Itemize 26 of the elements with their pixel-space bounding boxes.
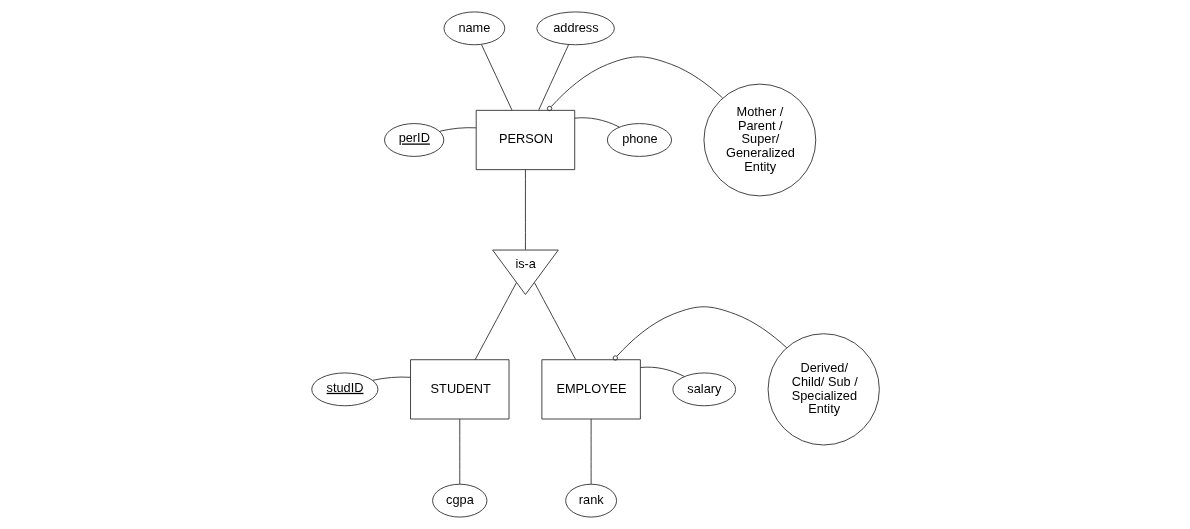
connector bbox=[639, 366, 685, 377]
node-ellipse: name bbox=[443, 11, 505, 46]
node-ellipse: studID bbox=[310, 372, 378, 407]
connector bbox=[573, 117, 620, 128]
node-ellipse: address bbox=[535, 11, 615, 46]
connector bbox=[533, 282, 576, 361]
node-circle: Mother / Parent / Super/ Generalized Entity bbox=[703, 83, 816, 197]
node-box: EMPLOYEE bbox=[540, 359, 641, 420]
node-ellipse: cgpa bbox=[431, 483, 487, 518]
node-circle: Derived/ Child/ Sub / Specialized Entity bbox=[767, 333, 880, 446]
connector bbox=[546, 56, 723, 112]
connector bbox=[590, 418, 592, 485]
node-ellipse: rank bbox=[564, 483, 617, 518]
connector bbox=[458, 418, 460, 485]
connector bbox=[371, 376, 411, 381]
node-box: PERSON bbox=[475, 109, 575, 171]
connector bbox=[537, 44, 569, 111]
node-ellipse: salary bbox=[671, 372, 736, 407]
connector bbox=[438, 127, 476, 132]
connector bbox=[612, 306, 787, 361]
node-box: STUDENT bbox=[409, 359, 509, 420]
node-ellipse: phone bbox=[606, 123, 672, 157]
connector bbox=[480, 44, 512, 111]
connector bbox=[524, 169, 526, 251]
node-ellipse: perID bbox=[383, 123, 444, 157]
connector bbox=[474, 282, 517, 361]
